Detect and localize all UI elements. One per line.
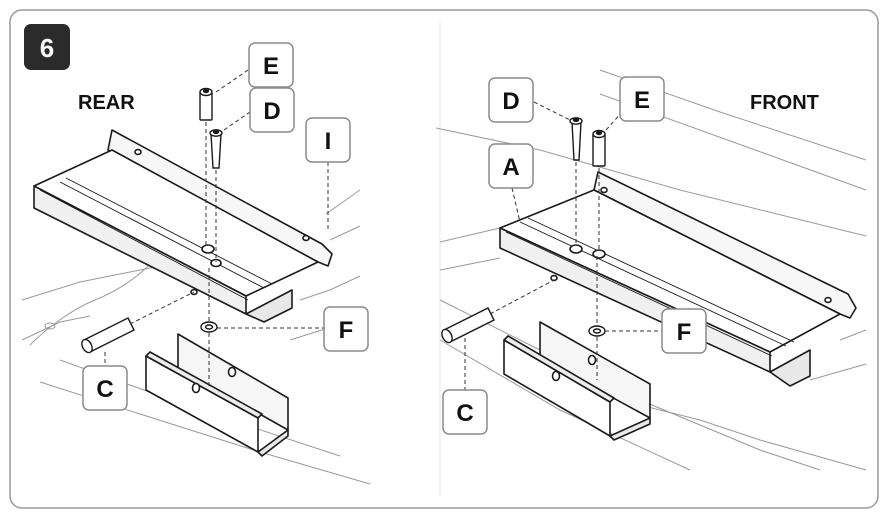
svg-text:F: F [677, 319, 692, 346]
front-leaders [464, 101, 662, 390]
rear-leaders [104, 69, 329, 386]
step-badge: 6 [24, 24, 70, 70]
step-number: 6 [40, 33, 54, 63]
front-callout-c: C [442, 389, 488, 435]
svg-text:C: C [456, 400, 473, 427]
rear-bracket [145, 333, 289, 457]
rear-panel: REAR [21, 42, 371, 485]
rear-screw-d [209, 129, 223, 169]
svg-text:D: D [263, 98, 280, 125]
rear-callout-f: F [323, 306, 369, 352]
front-panel: FRONT [435, 69, 867, 471]
front-pin [441, 307, 495, 344]
rear-pin [81, 317, 135, 354]
rear-rail [33, 129, 333, 323]
front-screw-d [569, 117, 583, 161]
front-bracket [503, 321, 651, 441]
front-callout-f: F [661, 308, 707, 354]
front-callout-e: E [619, 76, 665, 122]
front-screw-e [592, 129, 606, 167]
front-title: FRONT [750, 92, 819, 114]
front-washer [588, 325, 606, 337]
svg-text:F: F [339, 317, 354, 344]
rear-callout-d: D [249, 87, 295, 133]
svg-text:A: A [502, 154, 519, 181]
rear-title: REAR [78, 92, 135, 114]
svg-text:D: D [502, 88, 519, 115]
rear-callout-c: C [82, 365, 128, 411]
front-callout-d: D [488, 77, 534, 123]
rear-washer [200, 321, 218, 333]
front-callout-a: A [488, 143, 534, 189]
svg-text:I: I [325, 128, 332, 155]
rear-callout-i: I [305, 117, 351, 163]
svg-text:C: C [96, 376, 113, 403]
rear-screw-e [199, 87, 213, 121]
svg-text:E: E [263, 53, 279, 80]
rear-callout-e: E [248, 42, 294, 88]
svg-text:E: E [634, 87, 650, 114]
